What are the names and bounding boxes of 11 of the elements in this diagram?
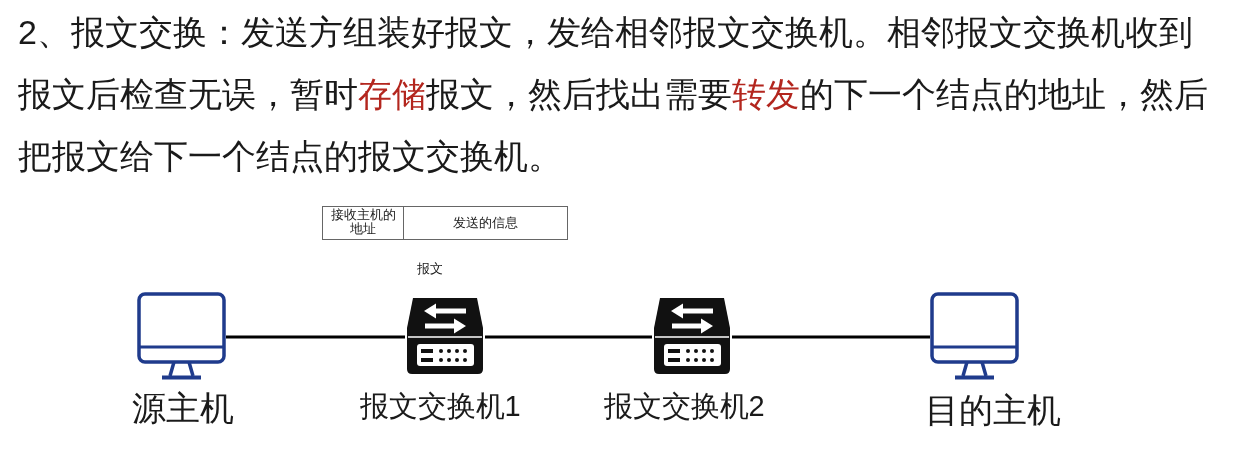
device-label: 报文交换机1 xyxy=(359,389,521,424)
connector-line xyxy=(732,335,930,339)
payload-cell: 发送的信息 xyxy=(403,206,568,240)
device-label: 目的主机 xyxy=(925,390,1061,431)
device-label: 源主机 xyxy=(132,388,234,429)
address-cell: 接收主机的地址 xyxy=(322,206,404,240)
connector-line xyxy=(226,335,405,339)
device-label: 报文交换机2 xyxy=(603,389,765,424)
packet-caption: 报文 xyxy=(417,261,443,277)
description-paragraph: 2、报文交换：发送方组装好报文，发给相邻报文交换机。相邻报文交换机收到报文后检查无误，暂时存储报文，然后找出需要转发的下一个结点的地址，然后把报文给下一个结点的报文交换机。 xyxy=(18,12,1209,177)
connector-line xyxy=(485,335,652,339)
